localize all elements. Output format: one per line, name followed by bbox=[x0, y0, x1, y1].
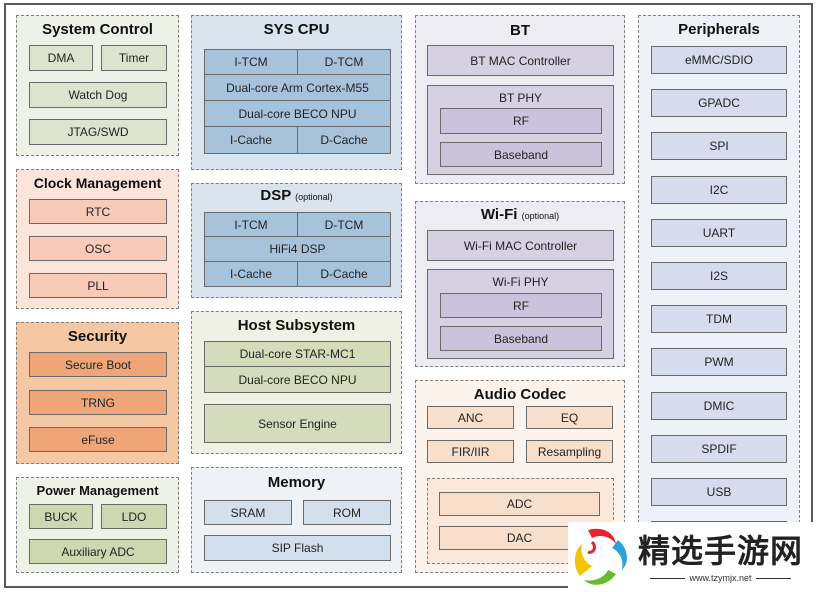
block-i2s: I2S bbox=[651, 262, 787, 290]
wifi-phy-label: Wi-Fi PHY bbox=[492, 275, 549, 289]
group-peripherals: Peripherals eMMC/SDIO GPADC SPI I2C UART I2S T… bbox=[638, 15, 800, 573]
block-pwm: PWM bbox=[651, 348, 787, 377]
block-watch-dog: Watch Dog bbox=[29, 82, 167, 108]
block-resampling: Resampling bbox=[526, 440, 613, 463]
block-anc: ANC bbox=[427, 406, 514, 429]
block-adc: ADC bbox=[439, 492, 600, 516]
group-title: Security bbox=[67, 328, 128, 345]
group-converters: ADC DAC bbox=[427, 478, 614, 564]
group-title: Host Subsystem bbox=[237, 317, 356, 334]
watermark-url: www.tzymjx.net bbox=[628, 573, 813, 583]
block-i-cache: I-Cache bbox=[204, 261, 298, 287]
block-d-cache: D-Cache bbox=[297, 126, 391, 154]
group-memory: Memory SRAM ROM SIP Flash bbox=[191, 467, 402, 573]
block-i-tcm: I-TCM bbox=[204, 212, 298, 237]
block-sensor-engine: Sensor Engine bbox=[204, 404, 391, 443]
group-sys-cpu: SYS CPU I-TCM D-TCM Dual-core Arm Cortex… bbox=[191, 15, 402, 170]
block-rf: RF bbox=[440, 108, 602, 134]
block-uart: UART bbox=[651, 218, 787, 247]
block-efuse: eFuse bbox=[29, 427, 167, 452]
group-dsp: DSP (optional) I-TCM D-TCM HiFi4 DSP I-C… bbox=[191, 183, 402, 298]
block-i-cache: I-Cache bbox=[204, 126, 298, 154]
block-i2c: I2C bbox=[651, 175, 787, 204]
block-baseband: Baseband bbox=[440, 326, 602, 351]
block-wifi-mac-controller: Wi-Fi MAC Controller bbox=[427, 230, 614, 261]
block-bt-mac-controller: BT MAC Controller bbox=[427, 45, 614, 76]
wifi-title: Wi-Fi bbox=[480, 206, 518, 223]
block-gpadc: GPADC bbox=[651, 89, 787, 118]
group-title: Peripherals bbox=[678, 21, 760, 38]
block-bt-phy: BT PHY RF Baseband bbox=[427, 85, 614, 175]
group-title: BT bbox=[510, 22, 530, 39]
group-title: Power Management bbox=[36, 483, 159, 498]
block-usb: USB bbox=[651, 478, 787, 506]
block-pll: PLL bbox=[29, 273, 167, 298]
dsp-title: DSP bbox=[260, 187, 291, 204]
group-audio-codec: Audio Codec ANC EQ FIR/IIR Resampling AD… bbox=[415, 380, 625, 573]
group-host-subsystem: Host Subsystem Dual-core STAR-MC1 Dual-c… bbox=[191, 311, 402, 454]
block-rtc: RTC bbox=[29, 199, 167, 224]
block-dmic: DMIC bbox=[651, 391, 787, 420]
block-dma: DMA bbox=[29, 45, 93, 71]
block-emmc-sdio: eMMC/SDIO bbox=[651, 46, 787, 74]
group-bt: BT BT MAC Controller BT PHY RF Baseband bbox=[415, 15, 625, 184]
block-spdif: SPDIF bbox=[651, 434, 787, 463]
block-eq: EQ bbox=[526, 406, 613, 429]
watermark-logo-icon bbox=[574, 528, 627, 585]
block-ldo: LDO bbox=[101, 504, 167, 529]
block-buck: BUCK bbox=[29, 504, 93, 529]
block-tdm: TDM bbox=[651, 305, 787, 334]
group-title: Clock Management bbox=[33, 175, 162, 191]
block-i-tcm: I-TCM bbox=[204, 49, 298, 75]
optional-note: (optional) bbox=[295, 192, 333, 202]
block-wifi-phy: Wi-Fi PHY RF Baseband bbox=[427, 269, 614, 359]
block-jtag-swd: JTAG/SWD bbox=[29, 119, 167, 145]
block-secure-boot: Secure Boot bbox=[29, 352, 167, 377]
block-timer: Timer bbox=[101, 45, 167, 71]
block-star-mc1: Dual-core STAR-MC1 bbox=[204, 341, 391, 367]
block-fir-iir: FIR/IIR bbox=[427, 440, 514, 463]
watermark: 精选手游网 www.tzymjx.net bbox=[568, 522, 817, 592]
block-d-tcm: D-TCM bbox=[297, 49, 391, 75]
bt-phy-label: BT PHY bbox=[498, 91, 543, 105]
group-title: Memory bbox=[267, 474, 326, 491]
block-osc: OSC bbox=[29, 236, 167, 261]
group-security: Security Secure Boot TRNG eFuse bbox=[16, 322, 179, 464]
block-rf: RF bbox=[440, 293, 602, 318]
group-title: SYS CPU bbox=[263, 21, 330, 38]
block-rom: ROM bbox=[303, 500, 391, 525]
block-sip-flash: SIP Flash bbox=[204, 535, 391, 561]
block-auxiliary-adc: Auxiliary ADC bbox=[29, 539, 167, 564]
group-title: System Control bbox=[42, 21, 153, 38]
group-title: Audio Codec bbox=[473, 386, 567, 403]
block-spi: SPI bbox=[651, 132, 787, 161]
block-d-cache: D-Cache bbox=[297, 261, 391, 287]
block-sram: SRAM bbox=[204, 500, 292, 525]
watermark-text: 精选手游网 bbox=[638, 532, 804, 570]
group-system-control: System Control DMA Timer Watch Dog JTAG/… bbox=[16, 15, 179, 156]
block-d-tcm: D-TCM bbox=[297, 212, 391, 237]
block-beco-npu: Dual-core BECO NPU bbox=[204, 100, 391, 127]
block-baseband: Baseband bbox=[440, 142, 602, 167]
group-title: DSP (optional) bbox=[192, 187, 401, 204]
group-title: Wi-Fi (optional) bbox=[416, 206, 624, 223]
optional-note: (optional) bbox=[521, 211, 560, 221]
block-hifi4-dsp: HiFi4 DSP bbox=[204, 236, 391, 262]
group-clock-management: Clock Management RTC OSC PLL bbox=[16, 169, 179, 309]
block-beco-npu: Dual-core BECO NPU bbox=[204, 366, 391, 393]
group-wifi: Wi-Fi (optional) Wi-Fi MAC Controller Wi… bbox=[415, 201, 625, 367]
block-cortex-m55: Dual-core Arm Cortex-M55 bbox=[204, 74, 391, 101]
block-trng: TRNG bbox=[29, 390, 167, 415]
group-power-management: Power Management BUCK LDO Auxiliary ADC bbox=[16, 477, 179, 573]
